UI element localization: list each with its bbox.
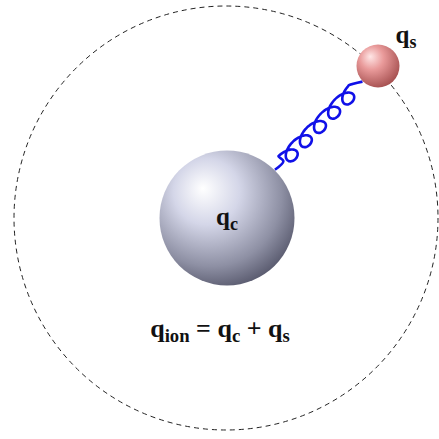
shell-sphere: qs [356, 44, 400, 88]
subscript: c [232, 325, 240, 346]
sphere-shape [356, 44, 400, 88]
core-ball [160, 151, 295, 286]
charge-label: qc [216, 204, 238, 229]
subscript: ion [165, 325, 190, 346]
boundary-outline [14, 6, 438, 430]
subscript: s [283, 325, 290, 346]
subscript: s [409, 32, 416, 52]
charge-label: qs [396, 22, 417, 47]
charge-equation: qion = qc + qs [150, 316, 290, 342]
subscript: c [230, 214, 238, 234]
spring-connector [275, 82, 363, 170]
shell-ball [357, 45, 400, 88]
core-sphere: qc [159, 150, 295, 286]
